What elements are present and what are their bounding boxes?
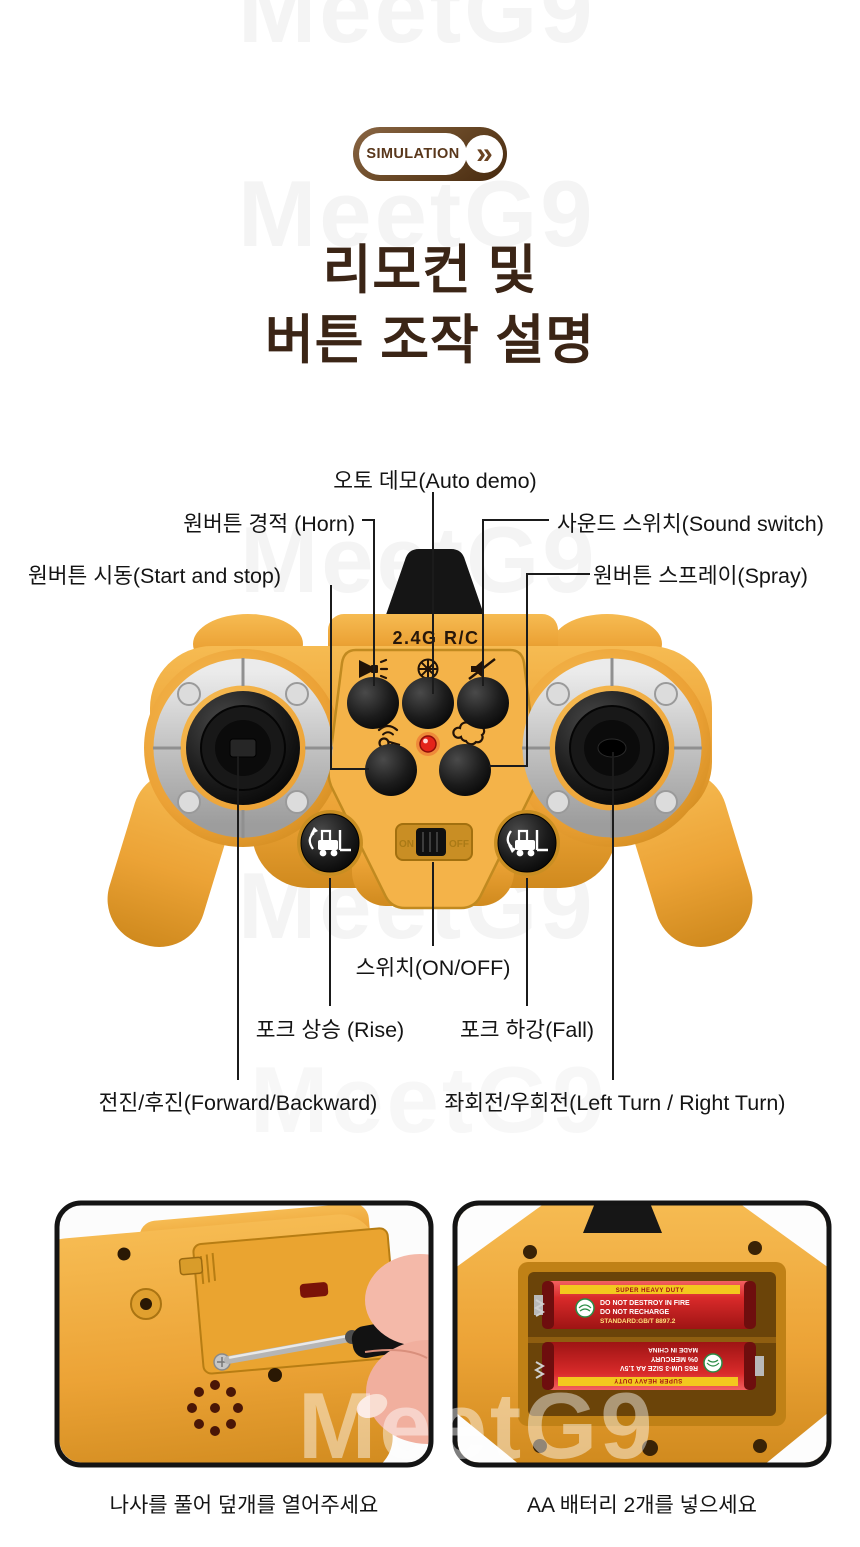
label-start-stop: 원버튼 시동(Start and stop) bbox=[28, 564, 282, 588]
antenna bbox=[380, 549, 490, 632]
caption-unscrew-cover: 나사를 풀어 덮개를 열어주세요 bbox=[109, 1494, 379, 1517]
auto-demo-button bbox=[402, 677, 454, 729]
fork-fall-button bbox=[494, 810, 560, 876]
line-sound-switch bbox=[482, 519, 549, 686]
label-sound-switch: 사운드 스위치(Sound switch) bbox=[557, 512, 824, 536]
label-auto-demo: 오토 데모(Auto demo) bbox=[333, 469, 537, 493]
spray-button bbox=[439, 744, 491, 796]
watermark-text: MeetG9 bbox=[298, 1373, 656, 1478]
page-title-line2: 버튼 조작 설명 bbox=[264, 311, 595, 370]
label-switch: 스위치(ON/OFF) bbox=[355, 956, 511, 980]
antenna bbox=[583, 1205, 662, 1233]
label-spray: 원버튼 스프레이(Spray) bbox=[593, 564, 808, 588]
label-rise: 포크 상승 (Rise) bbox=[255, 1018, 405, 1042]
battery-standard: STANDARD:GB/T 8897.2 bbox=[600, 1318, 676, 1325]
battery-band-text: SUPER HEAVY DUTY bbox=[614, 1377, 682, 1383]
battery-spring bbox=[533, 1361, 546, 1379]
forklift-down-icon bbox=[506, 829, 548, 857]
chevron-right-icon: » bbox=[465, 135, 503, 173]
sound-button bbox=[457, 677, 509, 729]
battery-mercury: 0% MERCURY bbox=[650, 1355, 698, 1362]
line-spray bbox=[489, 573, 590, 767]
photo-unscrew-cover bbox=[54, 1200, 434, 1468]
photo-frame-left bbox=[54, 1200, 434, 1468]
cover-latch bbox=[178, 1256, 204, 1276]
page-title: 리모컨 및 버튼 조작 설명 bbox=[0, 236, 860, 376]
horn-icon bbox=[359, 658, 389, 680]
callout-lines bbox=[237, 492, 614, 1080]
label-fall: 포크 하강(Fall) bbox=[459, 1018, 595, 1042]
line-start-stop bbox=[330, 585, 369, 770]
forklift-up-icon bbox=[308, 827, 351, 857]
switch-on-text: ON bbox=[399, 839, 414, 850]
battery-warning-1: DO NOT DESTROY IN FIRE bbox=[600, 1300, 690, 1307]
photo-batteries: SUPER HEAVY DUTY DO NOT DESTROY IN FIRE … bbox=[452, 1200, 832, 1468]
fingers bbox=[356, 1254, 429, 1444]
led-indicator bbox=[419, 735, 437, 753]
power-switch: ON OFF bbox=[395, 823, 473, 861]
label-horn: 원버튼 경적 (Horn) bbox=[183, 512, 355, 536]
simulation-badge: SIMULATION » bbox=[353, 127, 507, 181]
photo-frame-right bbox=[452, 1200, 832, 1468]
label-turn: 좌회전/우회전(Left Turn / Right Turn) bbox=[444, 1091, 786, 1115]
page-title-line1: 리모컨 및 bbox=[322, 241, 538, 300]
battery-logo bbox=[575, 1298, 595, 1318]
label-forward-backward: 전진/후진(Forward/Backward) bbox=[98, 1091, 378, 1115]
caption-insert-batteries: AA 배터리 2개를 넣으세요 bbox=[527, 1494, 757, 1517]
watermark-text: MeetG9 bbox=[250, 1047, 608, 1152]
watermark-text: MeetG9 bbox=[238, 0, 596, 62]
switch-off-text: OFF bbox=[449, 839, 469, 850]
remote-controller-photo: 2.4G R/C bbox=[107, 549, 753, 947]
speaker-holes bbox=[187, 1380, 243, 1436]
battery-origin: MADE IN CHINA bbox=[648, 1346, 698, 1353]
battery-aa-bottom: SUPER HEAVY DUTY R6S UM-3 SIZE AA 1.5V 0… bbox=[542, 1342, 764, 1390]
battery-spring bbox=[533, 1299, 546, 1317]
start-stop-button bbox=[365, 744, 417, 796]
battery-aa-top: SUPER HEAVY DUTY DO NOT DESTROY IN FIRE … bbox=[534, 1281, 756, 1329]
horn-button bbox=[347, 677, 399, 729]
fork-rise-button bbox=[297, 810, 363, 876]
fan-icon bbox=[417, 658, 439, 680]
screwdriver-shaft bbox=[224, 1334, 354, 1364]
simulation-badge-label: SIMULATION bbox=[359, 133, 467, 175]
battery-spec: R6S UM-3 SIZE AA 1.5V bbox=[620, 1364, 698, 1371]
line-horn bbox=[362, 519, 375, 686]
battery-warning-2: DO NOT RECHARGE bbox=[600, 1309, 670, 1316]
brand-text: 2.4G R/C bbox=[392, 628, 479, 648]
battery-band-text: SUPER HEAVY DUTY bbox=[616, 1288, 684, 1294]
left-joystick bbox=[153, 658, 333, 838]
